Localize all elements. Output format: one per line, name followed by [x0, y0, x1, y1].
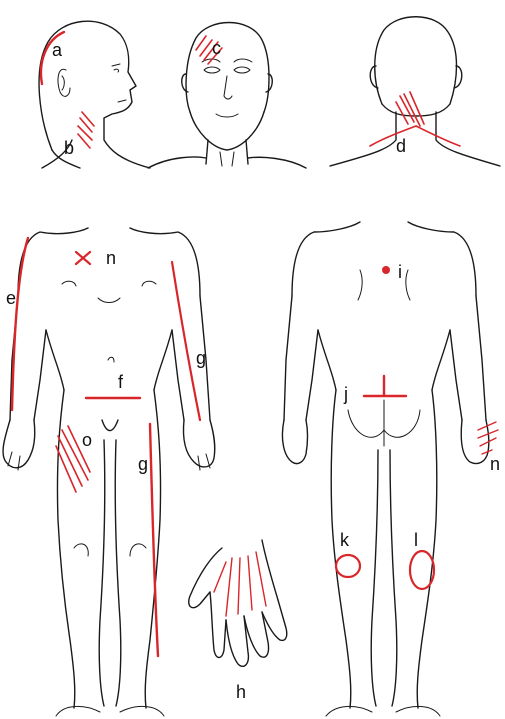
label-a: a	[52, 40, 63, 60]
back-body	[282, 222, 488, 716]
marker-i-dot	[382, 266, 390, 274]
head-front-view	[148, 23, 306, 169]
label-d: d	[396, 136, 406, 156]
head-back-view	[330, 17, 500, 166]
marker-l-calf	[410, 551, 434, 589]
marker-k-knee	[336, 555, 360, 577]
label-b: b	[64, 138, 74, 158]
label-k: k	[340, 530, 350, 550]
label-g-arm: g	[196, 348, 206, 368]
label-n-chest: n	[106, 248, 116, 268]
label-i: i	[398, 262, 402, 282]
front-body	[3, 228, 215, 716]
symptom-markers	[12, 32, 498, 656]
marker-n-chest	[76, 252, 90, 264]
label-h: h	[236, 682, 246, 702]
marker-d-upper-back	[370, 92, 460, 146]
label-f: f	[118, 372, 124, 392]
label-o: o	[82, 430, 92, 450]
label-c: c	[212, 38, 221, 58]
label-e: e	[6, 288, 16, 308]
marker-j-lower-back	[364, 376, 406, 396]
label-n-hand: n	[490, 454, 500, 474]
marker-b-neck	[78, 112, 94, 148]
label-g-leg: g	[138, 454, 148, 474]
marker-g-arm	[172, 262, 200, 420]
label-l: l	[414, 530, 418, 550]
label-j: j	[343, 384, 348, 404]
marker-h-fingers	[214, 552, 266, 616]
